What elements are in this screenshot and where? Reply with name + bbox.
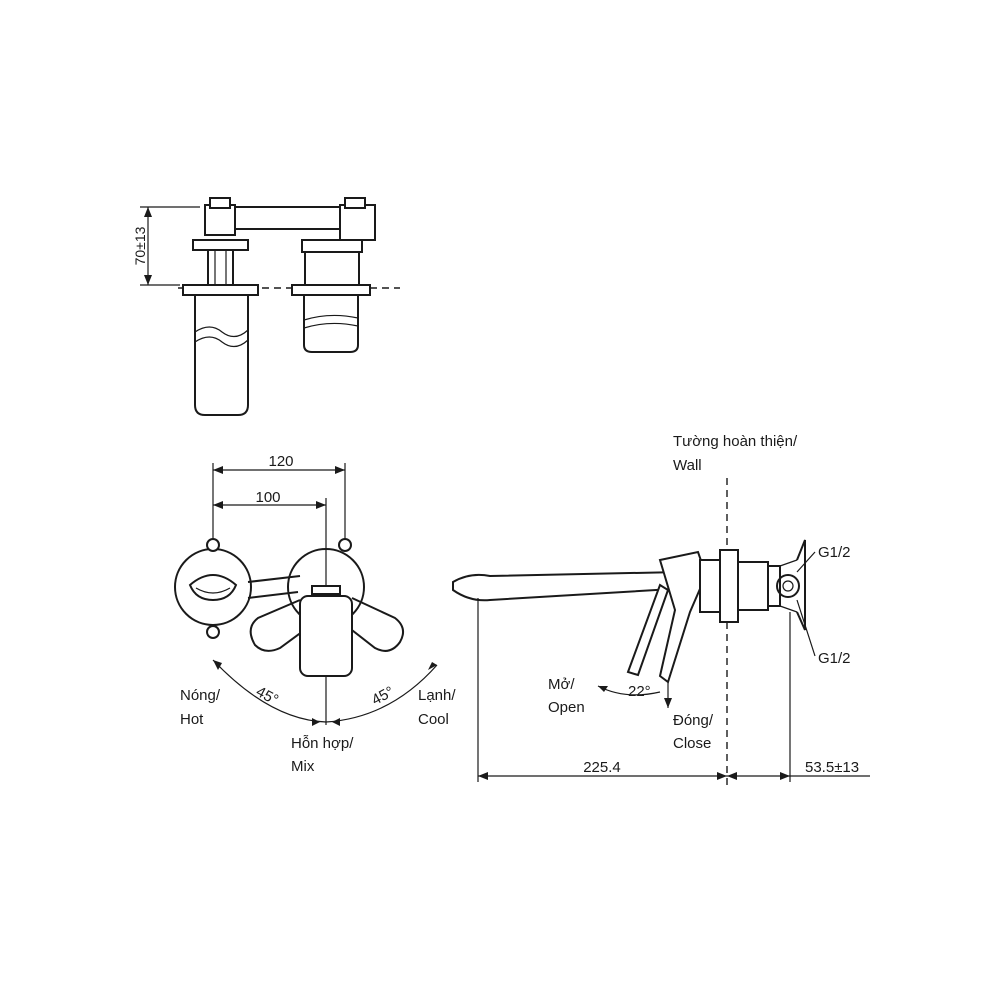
close-label-vi: Đóng/ (673, 712, 714, 729)
width-outer-label: 120 (268, 453, 293, 470)
close-label-en: Close (673, 735, 711, 752)
cool-label-vi: Lạnh/ (418, 687, 456, 704)
width-inner-label: 100 (255, 489, 280, 506)
wall-label-vi: Tường hoàn thiện/ (673, 433, 798, 450)
wall-label-en: Wall (673, 457, 702, 474)
open-label-en: Open (548, 699, 585, 716)
angle-right-label: 45° (369, 683, 397, 709)
thread-bottom-label: G1/2 (818, 650, 851, 667)
angle-open-label: 22° (628, 683, 651, 700)
height-dimension-label: 70±13 (132, 226, 148, 265)
hot-label-vi: Nóng/ (180, 687, 221, 704)
thread-top-label: G1/2 (818, 544, 851, 561)
hot-label-en: Hot (180, 711, 204, 728)
front-view: 120 100 45° 45° Nóng/ Hot Hỗ (174, 453, 456, 775)
cool-label-en: Cool (418, 711, 449, 728)
open-label-vi: Mở/ (548, 676, 575, 693)
mix-label-vi: Hỗn hợp/ (291, 735, 354, 752)
side-view: Tường hoàn thiện/ Wall G1/2 G1/2 22° Mở/… (452, 433, 870, 785)
top-view: 70±13 (132, 197, 400, 416)
wall-depth-label: 53.5±13 (805, 759, 859, 776)
angle-left-label: 45° (253, 683, 281, 709)
spout-length-label: 225.4 (583, 759, 621, 776)
mix-label-en: Mix (291, 758, 315, 775)
